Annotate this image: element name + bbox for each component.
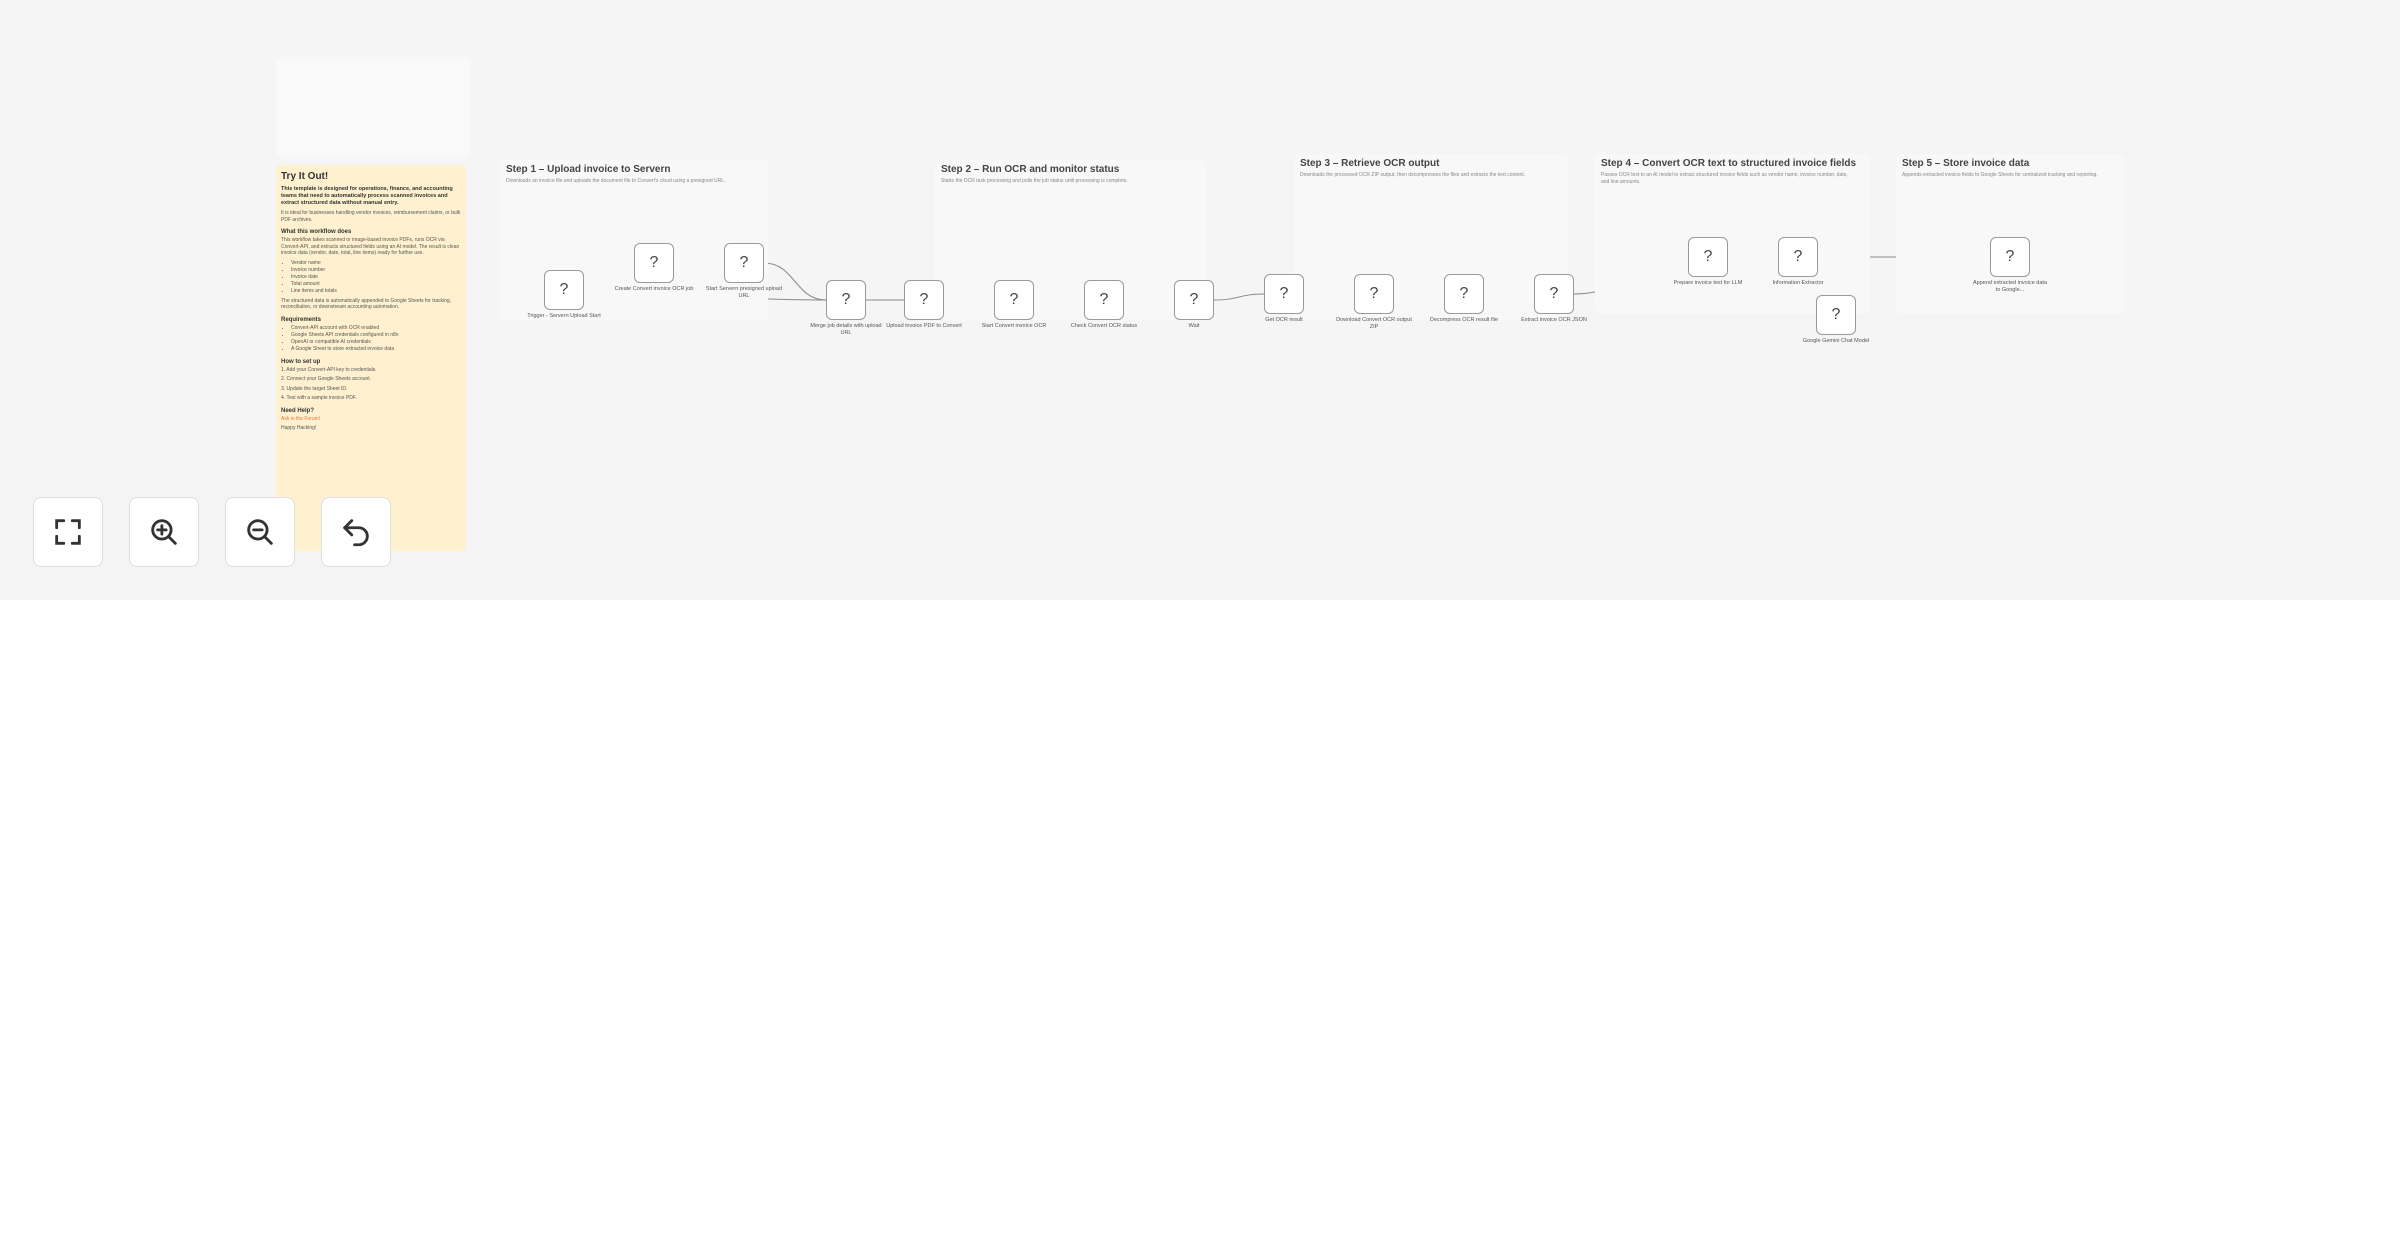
workflow-node[interactable]: ? bbox=[1264, 274, 1304, 314]
workflow-node[interactable]: ? bbox=[1688, 237, 1728, 277]
setup-step: 2. Connect your Google Sheets account. bbox=[281, 376, 372, 382]
node-label: Trigger - Servern Upload Start bbox=[527, 313, 601, 319]
zoom-in-icon bbox=[151, 519, 177, 545]
note-intro: This template is designed for operations… bbox=[281, 186, 453, 206]
note-paragraph: The structured data is automatically app… bbox=[281, 297, 452, 311]
connection-line bbox=[1213, 293, 1265, 301]
forum-link[interactable]: Ask in the Forum! bbox=[281, 415, 321, 422]
node-label: Decompress OCR result file bbox=[1429, 317, 1499, 323]
list-item: Invoice date bbox=[291, 274, 461, 281]
note-heading-requirements: Requirements bbox=[281, 316, 322, 323]
workflow-canvas[interactable]: Try It Out! This template is designed fo… bbox=[0, 0, 2400, 600]
workflow-node[interactable]: ? bbox=[1990, 237, 2030, 277]
node-label: Prepare invoice text for LLM bbox=[1673, 280, 1743, 286]
workflow-node[interactable]: ? bbox=[904, 280, 944, 320]
workflow-node[interactable]: ? bbox=[1816, 295, 1856, 335]
note-paragraph: This workflow takes scanned or image-bas… bbox=[281, 237, 460, 256]
section-title: Step 4 – Convert OCR text to structured … bbox=[1601, 158, 1857, 169]
section-title: Step 1 – Upload invoice to Servern bbox=[506, 164, 671, 175]
placeholder-panel bbox=[276, 57, 471, 157]
reset-zoom-button[interactable] bbox=[321, 497, 391, 567]
node-label: Create Convert invoice OCR job bbox=[614, 286, 694, 292]
section-description: Passes OCR text to an AI model to extrac… bbox=[1601, 172, 1848, 185]
node-label: Extract invoice OCR JSON bbox=[1521, 317, 1587, 323]
fit-view-button[interactable] bbox=[33, 497, 103, 567]
note-paragraph: It is ideal for businesses handling vend… bbox=[281, 210, 461, 223]
list-item: Google Sheets API credentials configured… bbox=[291, 332, 461, 339]
note-heading-help: Need Help? bbox=[281, 407, 315, 414]
workflow-node[interactable]: ? bbox=[1174, 280, 1214, 320]
section-step-3[interactable]: Step 3 – Retrieve OCR output Downloads t… bbox=[1294, 154, 1568, 320]
workflow-node[interactable]: ? bbox=[1444, 274, 1484, 314]
sticky-note[interactable]: Try It Out! This template is designed fo… bbox=[276, 165, 466, 551]
section-title: Step 5 – Store invoice data bbox=[1902, 158, 2030, 169]
undo-icon bbox=[343, 519, 369, 547]
section-step-5[interactable]: Step 5 – Store invoice data Appends extr… bbox=[1896, 154, 2124, 314]
note-list-requirements: Convert-API account with OCR enabled Goo… bbox=[281, 325, 461, 353]
workflow-node[interactable]: ? bbox=[826, 280, 866, 320]
list-item: Total amount bbox=[291, 281, 461, 288]
node-label: Append extracted invoice data to Google.… bbox=[1973, 280, 2047, 293]
section-description: Starts the OCR task processing and polls… bbox=[941, 178, 1128, 184]
workflow-node[interactable]: ? bbox=[634, 243, 674, 283]
workflow-node[interactable]: ? bbox=[1084, 280, 1124, 320]
workflow-node[interactable]: ? bbox=[724, 243, 764, 283]
list-item: Line items and totals bbox=[291, 288, 461, 295]
section-title: Step 2 – Run OCR and monitor status bbox=[941, 164, 1120, 175]
list-item: OpenAI or compatible AI credentials bbox=[291, 339, 461, 346]
connection-line bbox=[763, 262, 827, 301]
node-label: Start Servern presigned upload URL bbox=[705, 286, 783, 299]
section-title: Step 3 – Retrieve OCR output bbox=[1300, 158, 1440, 169]
note-heading-setup: How to set up bbox=[281, 358, 321, 365]
list-item: Invoice number bbox=[291, 267, 461, 274]
workflow-node[interactable]: ? bbox=[1534, 274, 1574, 314]
node-label: Download Convert OCR output ZIP bbox=[1336, 317, 1412, 330]
section-description: Downloads the processed OCR ZIP output, … bbox=[1300, 172, 1526, 178]
zoom-out-button[interactable] bbox=[225, 497, 295, 567]
zoom-in-button[interactable] bbox=[129, 497, 199, 567]
section-description: Downloads an invoice file and uploads th… bbox=[506, 178, 726, 184]
node-label: Get OCR result bbox=[1265, 317, 1303, 323]
workflow-node[interactable]: ? bbox=[994, 280, 1034, 320]
workflow-node[interactable]: ? bbox=[544, 270, 584, 310]
workflow-node[interactable]: ? bbox=[1354, 274, 1394, 314]
note-sign-off: Happy Hacking! bbox=[281, 425, 317, 431]
list-item: Vendor name bbox=[291, 260, 461, 267]
section-step-4[interactable]: Step 4 – Convert OCR text to structured … bbox=[1595, 154, 1870, 314]
note-title: Try It Out! bbox=[281, 171, 329, 182]
node-label: Google Gemini Chat Model bbox=[1802, 338, 1870, 344]
note-list-what: Vendor name Invoice number Invoice date … bbox=[281, 260, 461, 295]
section-step-2[interactable]: Step 2 – Run OCR and monitor status Star… bbox=[935, 160, 1207, 320]
node-label: Wait bbox=[1188, 323, 1200, 329]
workflow-node[interactable]: ? bbox=[1778, 237, 1818, 277]
node-label: Merge job details with upload URL bbox=[810, 323, 882, 336]
node-label: Start Convert invoice OCR bbox=[981, 323, 1047, 329]
node-label: Upload invoice PDF to Convert bbox=[886, 323, 962, 329]
list-item: Convert-API account with OCR enabled bbox=[291, 325, 461, 332]
list-item: A Google Sheet to store extracted invoic… bbox=[291, 346, 461, 353]
node-label: Check Convert OCR status bbox=[1070, 323, 1138, 329]
note-heading-what: What this workflow does bbox=[281, 229, 352, 235]
node-label: Information Extractor bbox=[1772, 280, 1824, 286]
zoom-out-icon bbox=[247, 519, 273, 545]
setup-step: 1. Add your Convert-API key to credentia… bbox=[281, 366, 377, 373]
fit-view-icon bbox=[55, 519, 81, 545]
section-description: Appends extracted invoice fields to Goog… bbox=[1902, 172, 2098, 178]
setup-step: 4. Test with a sample invoice PDF. bbox=[281, 395, 357, 401]
setup-step: 3. Update the target Sheet ID. bbox=[281, 385, 348, 392]
